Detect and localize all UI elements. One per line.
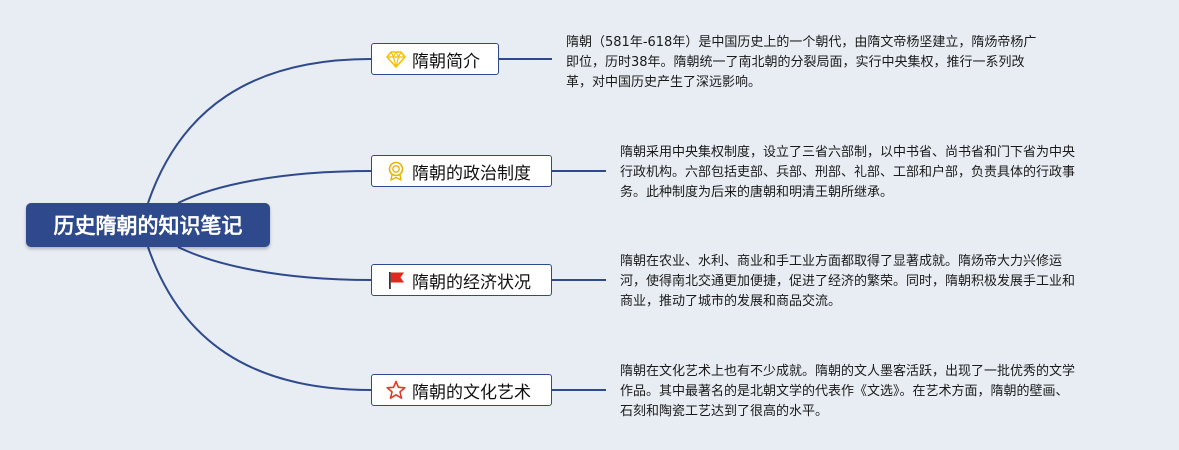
- branch-topic-introduction[interactable]: 隋朝简介: [371, 43, 499, 75]
- root-topic[interactable]: 历史隋朝的知识笔记: [26, 203, 270, 247]
- branch-topic-culture[interactable]: 隋朝的文化艺术: [371, 374, 552, 406]
- branch-label-economy: 隋朝的经济状况: [412, 272, 531, 293]
- medal-icon: [386, 161, 406, 181]
- connector-root-branch-4: [147, 246, 372, 391]
- description-line: 革，对中国历史产生了深远影响。: [566, 75, 762, 90]
- description-economy: 隋朝在农业、水利、商业和手工业方面都取得了显著成就。隋炀帝大力兴修运 河，使得南…: [620, 252, 1120, 312]
- description-line: 石刻和陶瓷工艺达到了很高的水平。: [620, 404, 829, 419]
- connector-root-branch-3: [177, 246, 372, 281]
- description-line: 即位，历时38年。隋朝统一了南北朝的分裂局面，实行中央集权，推行一系列改: [566, 55, 1025, 70]
- branch-label-politics: 隋朝的政治制度: [412, 163, 531, 184]
- branch-topic-economy[interactable]: 隋朝的经济状况: [371, 264, 552, 296]
- description-line: 务。此种制度为后来的唐朝和明清王朝所继承。: [620, 185, 894, 200]
- branch-topic-politics[interactable]: 隋朝的政治制度: [371, 155, 552, 187]
- root-topic-label: 历史隋朝的知识笔记: [53, 214, 243, 238]
- branch-label-culture: 隋朝的文化艺术: [412, 382, 531, 403]
- description-line: 隋朝采用中央集权制度，设立了三省六部制，以中书省、尚书省和门下省为中央: [620, 145, 1076, 160]
- description-introduction: 隋朝（581年-618年）是中国历史上的一个朝代，由隋文帝杨坚建立，隋炀帝杨广 …: [566, 33, 1066, 93]
- description-culture: 隋朝在文化艺术上也有不少成就。隋朝的文人墨客活跃，出现了一批优秀的文学 作品。其…: [620, 362, 1120, 422]
- description-line: 隋朝（581年-618年）是中国历史上的一个朝代，由隋文帝杨坚建立，隋炀帝杨广: [566, 35, 1037, 50]
- description-line: 隋朝在文化艺术上也有不少成就。隋朝的文人墨客活跃，出现了一批优秀的文学: [620, 364, 1076, 379]
- description-politics: 隋朝采用中央集权制度，设立了三省六部制，以中书省、尚书省和门下省为中央 行政机构…: [620, 143, 1120, 203]
- description-line: 河，使得南北交通更加便捷，促进了经济的繁荣。同时，隋朝积极发展手工业和: [620, 274, 1076, 289]
- description-line: 行政机构。六部包括吏部、兵部、刑部、礼部、工部和户部，负责具体的行政事: [620, 165, 1076, 180]
- description-line: 隋朝在农业、水利、商业和手工业方面都取得了显著成就。隋炀帝大力兴修运: [620, 254, 1063, 269]
- connector-root-branch-2: [177, 170, 372, 204]
- description-line: 商业，推动了城市的发展和商品交流。: [620, 294, 842, 309]
- red-flag-icon: [386, 270, 406, 290]
- branch-label-introduction: 隋朝简介: [412, 51, 480, 72]
- diamond-icon: [386, 49, 406, 69]
- connector-root-branch-1: [147, 58, 372, 204]
- star-outline-icon: [386, 380, 406, 400]
- description-line: 作品。其中最著名的是北朝文学的代表作《文选》。在艺术方面，隋朝的壁画、: [620, 384, 1069, 399]
